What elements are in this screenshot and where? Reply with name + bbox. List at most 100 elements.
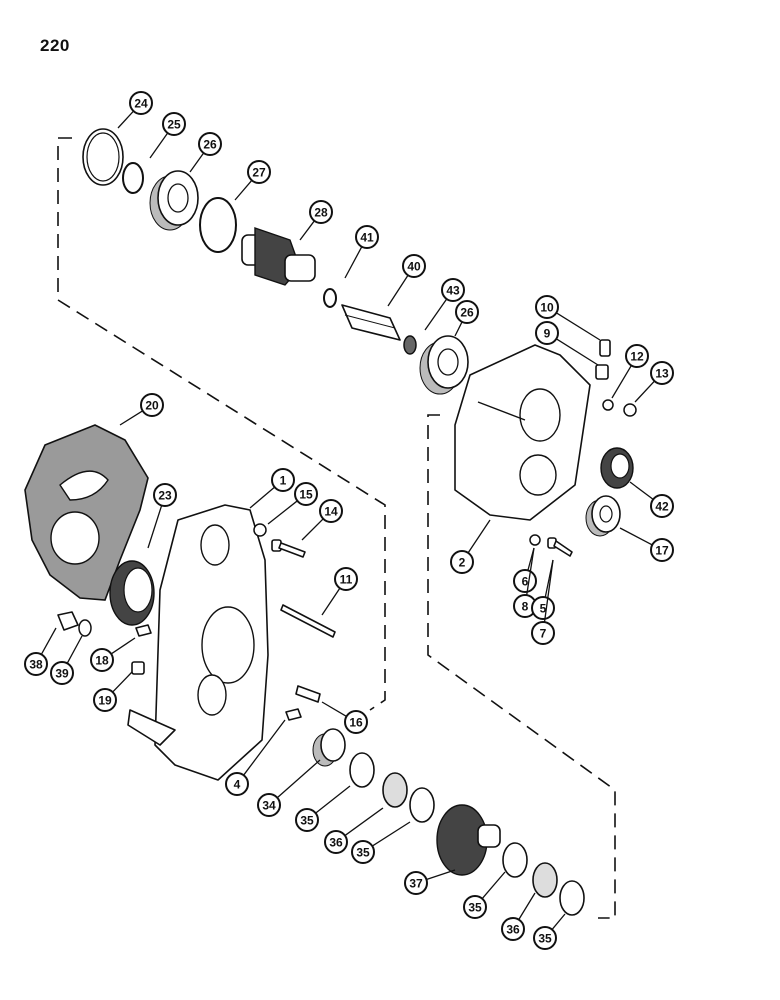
callout-20: 20 — [119, 393, 164, 426]
callout-label: 34 — [262, 799, 276, 813]
callout-label: 28 — [314, 206, 328, 220]
callout-label: 36 — [506, 923, 520, 937]
cap-screw-housing — [271, 539, 306, 558]
callout-35: 35 — [463, 871, 506, 919]
leader-line — [276, 759, 321, 799]
callout-24: 24 — [117, 91, 153, 129]
callout-circle — [513, 569, 537, 593]
callout-label: 36 — [329, 836, 343, 850]
callout-circle — [295, 808, 319, 832]
callout-36: 36 — [501, 892, 536, 941]
leader-line — [110, 637, 136, 655]
leader-line — [344, 246, 363, 279]
callout-label: 25 — [167, 118, 181, 132]
thrust-washer — [349, 752, 375, 788]
callout-circle — [441, 278, 465, 302]
roller-bearing — [312, 728, 346, 767]
callout-19: 19 — [93, 671, 133, 712]
leader-line — [321, 701, 347, 717]
callout-circle — [531, 596, 555, 620]
callout-label: 41 — [360, 231, 374, 245]
thrust-bearing — [382, 772, 408, 808]
callout-37: 37 — [404, 869, 456, 895]
callout-circle — [402, 254, 426, 278]
callout-12: 12 — [611, 344, 649, 399]
callout-circle — [140, 393, 164, 417]
nut-small — [623, 403, 637, 417]
snap-ring-large — [199, 197, 237, 253]
callout-label: 7 — [540, 627, 547, 641]
callout-35: 35 — [295, 785, 351, 832]
drive-gear — [241, 227, 316, 286]
leader-line — [387, 274, 409, 307]
leader-line — [426, 869, 456, 881]
callout-25: 25 — [149, 112, 186, 159]
callout-label: 14 — [324, 505, 338, 519]
washer-housing — [253, 523, 267, 537]
callout-circle — [153, 483, 177, 507]
leader-line — [454, 321, 463, 337]
leader-line — [299, 220, 315, 241]
leader-line — [267, 500, 298, 525]
pipe-plug — [131, 661, 145, 675]
callout-label: 35 — [300, 814, 314, 828]
callout-label: 1 — [280, 474, 287, 488]
callout-label: 12 — [630, 350, 644, 364]
callout-14: 14 — [301, 499, 343, 541]
leader-line — [66, 635, 83, 664]
breather-fitting — [595, 339, 611, 380]
callout-label: 5 — [540, 602, 547, 616]
callout-label: 26 — [460, 306, 474, 320]
leader-line — [321, 587, 341, 616]
callout-circle — [225, 772, 249, 796]
callout-label: 17 — [655, 544, 669, 558]
callout-23: 23 — [147, 483, 177, 549]
callout-label: 13 — [655, 367, 669, 381]
callout-7: 7 — [531, 559, 555, 645]
callout-label: 15 — [299, 488, 313, 502]
callout-4: 4 — [225, 719, 286, 796]
callout-circle — [535, 295, 559, 319]
callout-16: 16 — [321, 701, 368, 734]
bearing — [149, 170, 199, 231]
lock-washer — [529, 534, 541, 546]
callout-label: 37 — [409, 877, 423, 891]
leader-line — [147, 505, 163, 549]
oil-seal — [600, 447, 634, 489]
leader-line — [467, 519, 491, 554]
callout-circle — [309, 200, 333, 224]
leader-line — [112, 671, 133, 693]
callout-41: 41 — [344, 225, 379, 279]
leader-line — [634, 380, 655, 403]
leader-line — [555, 338, 599, 366]
leader-line — [629, 481, 654, 500]
callout-circle — [294, 482, 318, 506]
callout-label: 42 — [655, 500, 669, 514]
leader-line — [481, 871, 506, 900]
washer-small — [602, 399, 614, 411]
thrust-bearing-2 — [532, 862, 558, 898]
page-number: 220 — [40, 36, 70, 55]
callout-circle — [533, 926, 557, 950]
leader-line — [424, 298, 448, 331]
gasket — [24, 424, 149, 601]
callout-label: 9 — [544, 327, 551, 341]
snap-ring — [82, 128, 124, 186]
callout-18: 18 — [90, 637, 136, 672]
callout-1: 1 — [249, 468, 295, 509]
callout-circle — [271, 468, 295, 492]
large-oil-seal — [109, 560, 155, 626]
callout-label: 18 — [95, 654, 109, 668]
callout-2: 2 — [450, 519, 491, 574]
leader-line — [117, 110, 135, 129]
leader-line — [526, 547, 535, 596]
callout-label: 39 — [55, 667, 69, 681]
leader-line — [301, 518, 324, 541]
callout-circle — [129, 91, 153, 115]
callout-label: 23 — [158, 489, 172, 503]
leader-line — [619, 527, 653, 546]
callout-42: 42 — [629, 481, 674, 518]
callout-circle — [531, 621, 555, 645]
callout-13: 13 — [634, 361, 674, 403]
